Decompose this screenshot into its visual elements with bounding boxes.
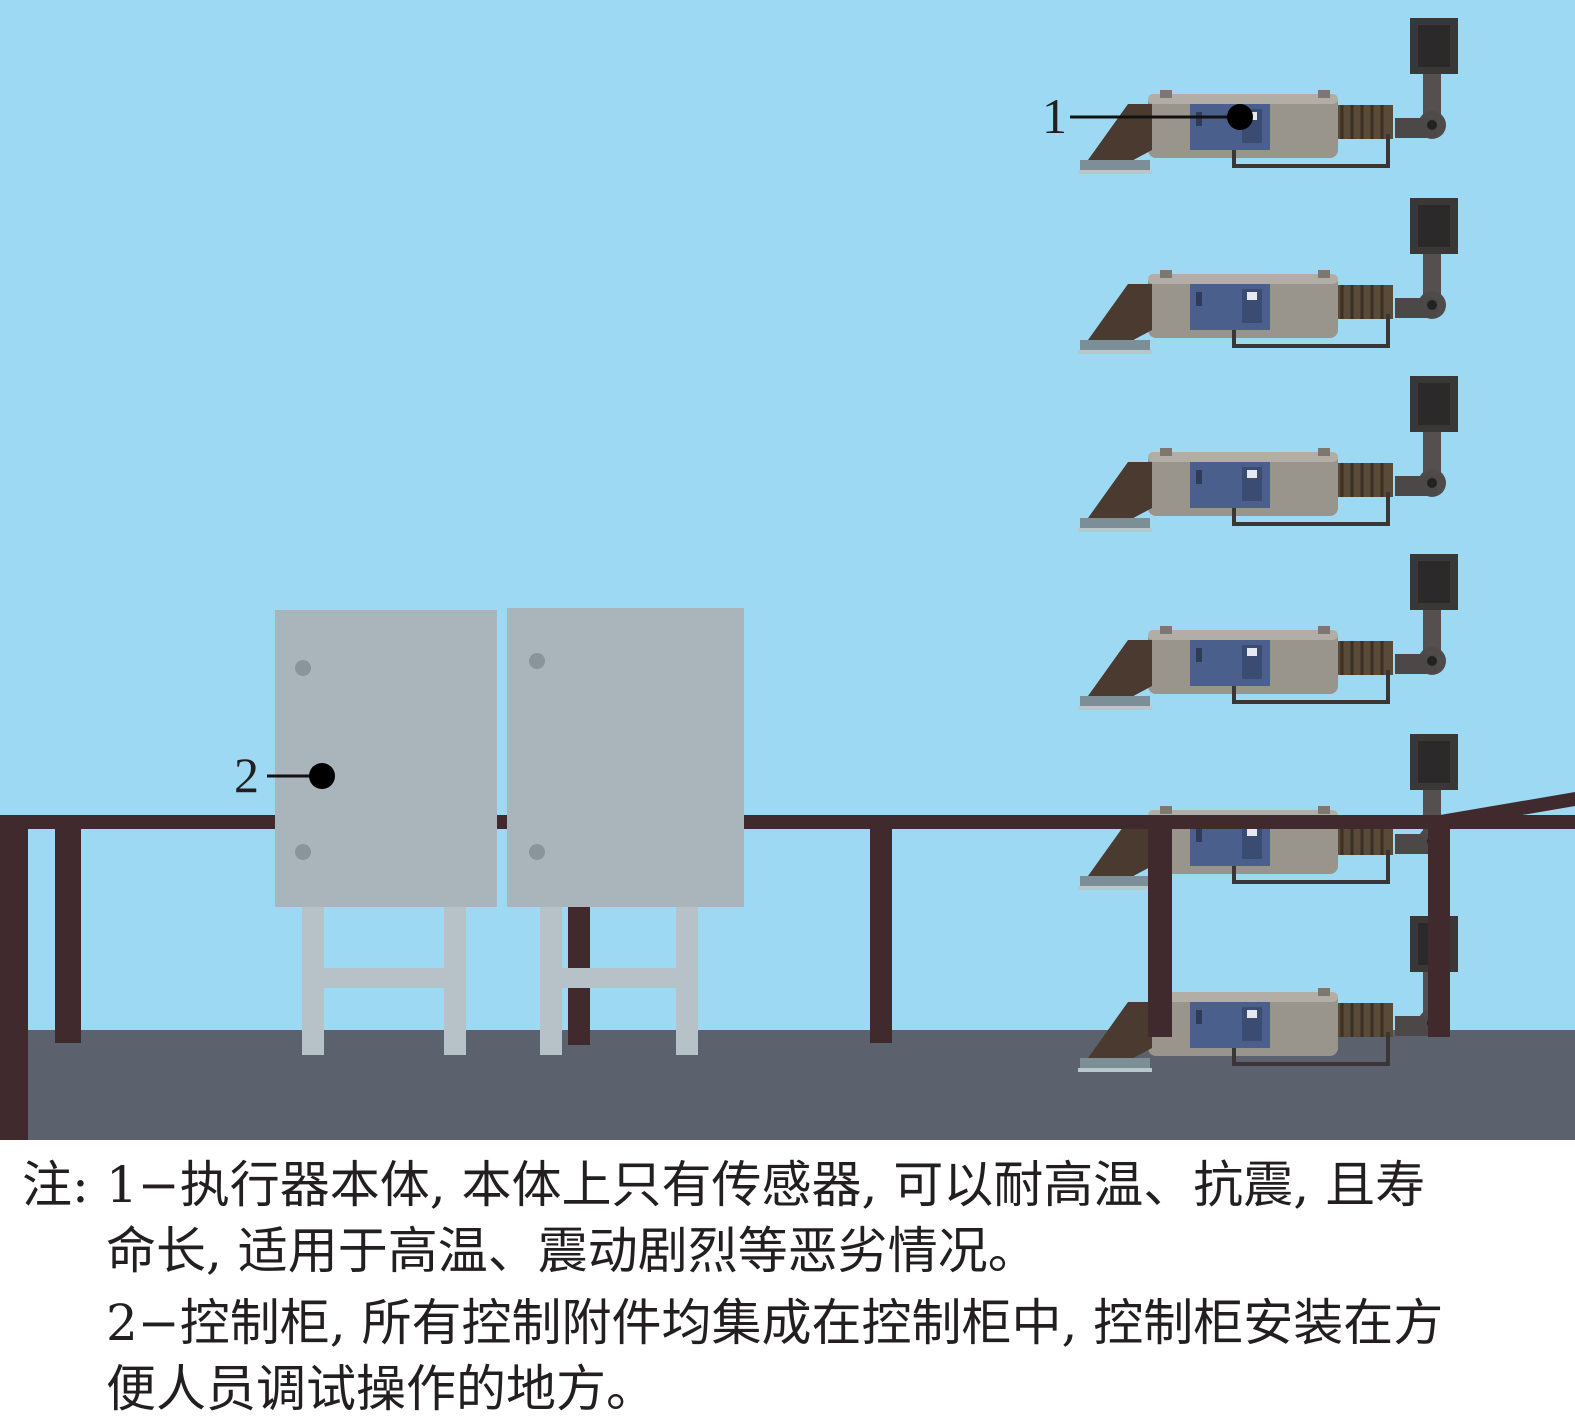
platform-floor	[0, 1030, 1575, 1140]
callout-1-label: 1	[1042, 88, 1067, 144]
note-line-3: 2−控制柜, 所有控制附件均集成在控制柜中, 控制柜安装在方	[106, 1294, 1444, 1352]
figure-notes: 注: 1−执行器本体, 本体上只有传感器, 可以耐高温、抗震, 且寿 命长, 适…	[0, 1140, 1575, 1428]
note-line-1: 1−执行器本体, 本体上只有传感器, 可以耐高温、抗震, 且寿	[106, 1156, 1426, 1214]
note-prefix: 注:	[22, 1156, 89, 1214]
callout-2: 2	[234, 747, 335, 803]
callout-1: 1	[1042, 88, 1253, 144]
callout-2-label: 2	[234, 747, 259, 803]
note-line-2: 命长, 适用于高温、震动剧烈等恶劣情况。	[106, 1222, 1038, 1280]
sky-background	[0, 0, 1575, 1140]
control-cabinet	[275, 608, 744, 1055]
note-line-4: 便人员调试操作的地方。	[106, 1360, 656, 1418]
actuator-installation-diagram: 1 2	[0, 0, 1575, 1140]
